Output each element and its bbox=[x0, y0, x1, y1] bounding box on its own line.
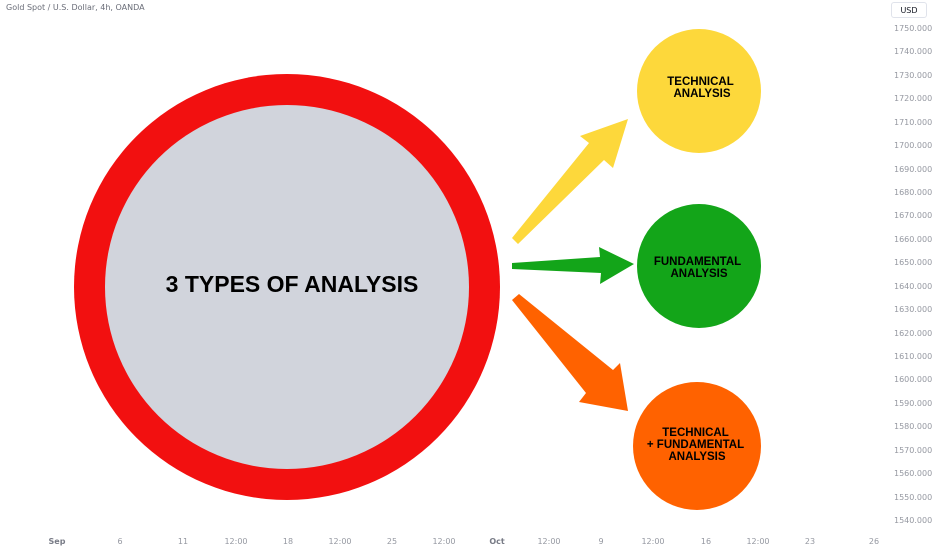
time-tick: 6 bbox=[117, 537, 123, 546]
time-tick: 25 bbox=[386, 537, 398, 546]
time-tick: 23 bbox=[804, 537, 816, 546]
price-tick: 1600.000 bbox=[894, 375, 932, 385]
price-tick: 1650.000 bbox=[894, 258, 932, 268]
price-tick: 1740.000 bbox=[894, 47, 932, 57]
combined-analysis-circle bbox=[633, 382, 761, 510]
time-tick: 18 bbox=[282, 537, 294, 546]
price-tick: 1550.000 bbox=[894, 492, 932, 502]
arrow-to-technical bbox=[512, 119, 628, 244]
time-tick: Oct bbox=[489, 537, 505, 546]
price-tick: 1710.000 bbox=[894, 117, 932, 127]
arrow-to-combined bbox=[512, 294, 628, 411]
time-tick: 9 bbox=[598, 537, 604, 546]
analysis-diagram[interactable]: 3 TYPES OF ANALYSIS TECHNICAL ANALYSIS F… bbox=[0, 0, 889, 536]
time-tick: 11 bbox=[177, 537, 189, 546]
arrow-to-fundamental bbox=[512, 247, 634, 284]
price-tick: 1700.000 bbox=[894, 141, 932, 151]
price-tick: 1630.000 bbox=[894, 305, 932, 315]
price-tick: 1680.000 bbox=[894, 188, 932, 197]
price-tick: 1580.000 bbox=[894, 422, 932, 432]
main-circle-fill bbox=[105, 105, 469, 469]
currency-button[interactable]: USD bbox=[891, 2, 927, 18]
time-tick: 12:00 bbox=[641, 537, 665, 546]
price-tick: 1540.000 bbox=[894, 516, 932, 525]
time-tick: 12:00 bbox=[328, 537, 352, 546]
time-tick: 16 bbox=[700, 537, 712, 546]
time-tick: 12:00 bbox=[432, 537, 456, 546]
price-tick: 1750.000 bbox=[894, 24, 932, 33]
time-tick: 12:00 bbox=[537, 537, 561, 546]
price-tick: 1560.000 bbox=[894, 469, 932, 479]
time-tick: 12:00 bbox=[746, 537, 770, 546]
combined-analysis-label: TECHNICAL + FUNDAMENTAL ANALYSIS bbox=[647, 427, 747, 463]
price-tick: 1610.000 bbox=[894, 352, 932, 361]
symbol-title: Gold Spot / U.S. Dollar, 4h, OANDA bbox=[6, 3, 145, 12]
fundamental-analysis-circle bbox=[637, 204, 761, 328]
fundamental-analysis-label: FUNDAMENTAL ANALYSIS bbox=[654, 256, 744, 280]
price-tick: 1590.000 bbox=[894, 398, 932, 408]
price-tick: 1720.000 bbox=[894, 94, 932, 104]
price-tick: 1670.000 bbox=[894, 211, 932, 221]
time-tick: Sep bbox=[48, 537, 66, 546]
price-axis[interactable] bbox=[889, 0, 932, 536]
technical-analysis-circle bbox=[637, 29, 761, 153]
price-tick: 1660.000 bbox=[894, 234, 932, 244]
price-tick: 1730.000 bbox=[894, 70, 932, 80]
time-tick: 26 bbox=[868, 537, 880, 546]
main-circle-label: 3 TYPES OF ANALYSIS bbox=[166, 271, 419, 297]
time-tick: 12:00 bbox=[224, 537, 248, 546]
technical-analysis-label: TECHNICAL ANALYSIS bbox=[667, 76, 736, 100]
price-tick: 1690.000 bbox=[894, 164, 932, 174]
price-tick: 1570.000 bbox=[894, 445, 932, 455]
price-tick: 1620.000 bbox=[894, 328, 932, 338]
price-tick: 1640.000 bbox=[894, 281, 932, 291]
